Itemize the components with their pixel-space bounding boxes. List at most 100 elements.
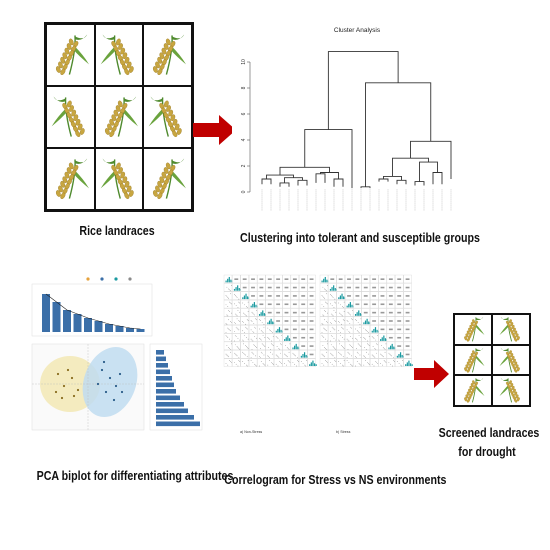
correlogram-histogram-bar [408,360,410,366]
correlogram-scatter-point [229,311,230,312]
correlogram-scatter-point [376,352,378,354]
correlogram-histogram-bar [409,363,412,366]
correlogram-histogram-bar [391,343,393,350]
correlogram-coefficient [292,295,297,297]
correlogram-cell [248,350,258,359]
correlogram-scatter-point [231,362,232,363]
correlogram-scatter-point [393,360,394,361]
correlogram-scatter-point [227,306,229,307]
correlogram-histogram-bar [364,320,367,325]
correlogram-scatter-point [239,302,241,304]
correlogram-scatter-point [351,327,352,329]
landrace-cell [454,344,492,376]
landrace-cell [46,148,95,210]
correlogram-histogram-bar [285,337,287,341]
correlogram-coefficient [259,303,264,306]
correlogram-cell [319,283,329,292]
correlogram-scatter-point [278,348,280,349]
correlogram-scatter-point [330,335,332,336]
correlogram-scatter-point [247,320,249,321]
correlogram-scatter-point [341,346,343,347]
correlogram-scatter-point [343,301,345,303]
landrace-cell [94,148,144,210]
correlogram-coefficient [301,328,306,331]
correlogram-scatter-point [251,351,253,353]
correlogram-coefficient [355,295,360,297]
correlogram-scatter-point [327,285,328,286]
correlogram-cell [265,358,274,367]
correlogram-scatter-point [225,362,227,364]
correlogram-histogram-bar [287,335,289,341]
correlogram-scatter-point [367,332,369,333]
correlogram-histogram-bar [277,328,279,333]
correlogram-histogram-bar [343,296,345,300]
correlogram-histogram-bar [363,322,365,325]
pca-point [70,376,74,380]
correlogram-scatter-point [375,348,377,350]
correlogram-scatter-point [392,365,393,367]
pca-group-ellipse [82,347,138,417]
correlogram-scatter-point [365,329,366,331]
correlogram-scatter-point [377,362,378,364]
correlogram-coefficient [276,320,281,322]
correlogram-scatter-point [325,329,326,331]
correlogram-coefficient [292,336,297,339]
correlogram-scatter-point [246,347,248,348]
correlogram-scatter-point [327,343,328,345]
correlogram-scatter-point [402,360,404,361]
correlogram-scatter-point [252,331,254,333]
correlogram-cell [353,316,362,325]
correlogram-scatter-point [225,304,227,306]
correlogram-scatter-point [231,285,232,286]
correlogram-cell [257,341,266,351]
correlogram-coefficient [388,303,393,306]
correlogram-coefficient [372,286,377,289]
scree-bar [52,302,61,332]
correlogram-scatter-point [339,340,340,342]
correlogram-scatter-point [363,364,365,366]
correlogram-histogram-bar [260,312,262,316]
correlogram-scatter-point [234,303,235,305]
correlogram-histogram-bar [267,322,269,325]
correlogram-coefficient [309,336,314,339]
correlogram-scatter-point [245,354,246,356]
correlogram-cell [223,299,233,309]
correlogram-scatter-point [341,327,343,329]
correlogram-scatter-point [281,344,282,346]
correlogram-scatter-point [226,354,228,356]
correlogram-scatter-point [255,355,256,357]
correlogram-histogram-bar [374,327,377,333]
correlogram-histogram-bar [359,313,361,316]
correlogram-coefficient [397,286,402,289]
correlogram-scatter-point [334,320,336,321]
correlogram-scatter-point [263,323,265,325]
correlogram-scatter-point [245,327,247,329]
correlogram-scatter-point [352,310,353,311]
correlogram-histogram-bar [268,320,271,325]
correlogram-scatter-point [271,332,273,333]
correlogram-scatter-point [231,303,232,305]
correlogram-scatter-point [247,338,249,340]
correlogram-coefficient [405,311,410,314]
correlogram-scatter-point [323,296,325,298]
correlogram-scatter-point [244,353,245,355]
correlogram-histogram-bar [348,303,350,308]
dendrogram-y-tick: 4 [241,138,247,141]
correlogram-scatter-point [326,290,327,292]
correlogram-coefficient [388,295,393,297]
correlogram-scatter-point [234,344,236,346]
correlogram-scatter-point [230,351,231,353]
correlogram-scatter-point [260,339,262,341]
correlogram-scatter-point [338,339,340,341]
correlogram-scatter-point [263,345,265,347]
correlogram-coefficient [284,328,289,331]
correlogram-scatter-point [234,322,235,323]
correlogram-scatter-point [339,322,340,323]
correlogram-coefficient [242,286,247,289]
correlogram-coefficient [355,303,360,306]
correlogram-scatter-point [256,319,257,321]
correlogram-scatter-point [349,322,351,324]
correlogram-scatter-point [340,313,341,315]
correlogram-scatter-point [381,355,383,357]
correlogram-scatter-point [260,338,261,340]
